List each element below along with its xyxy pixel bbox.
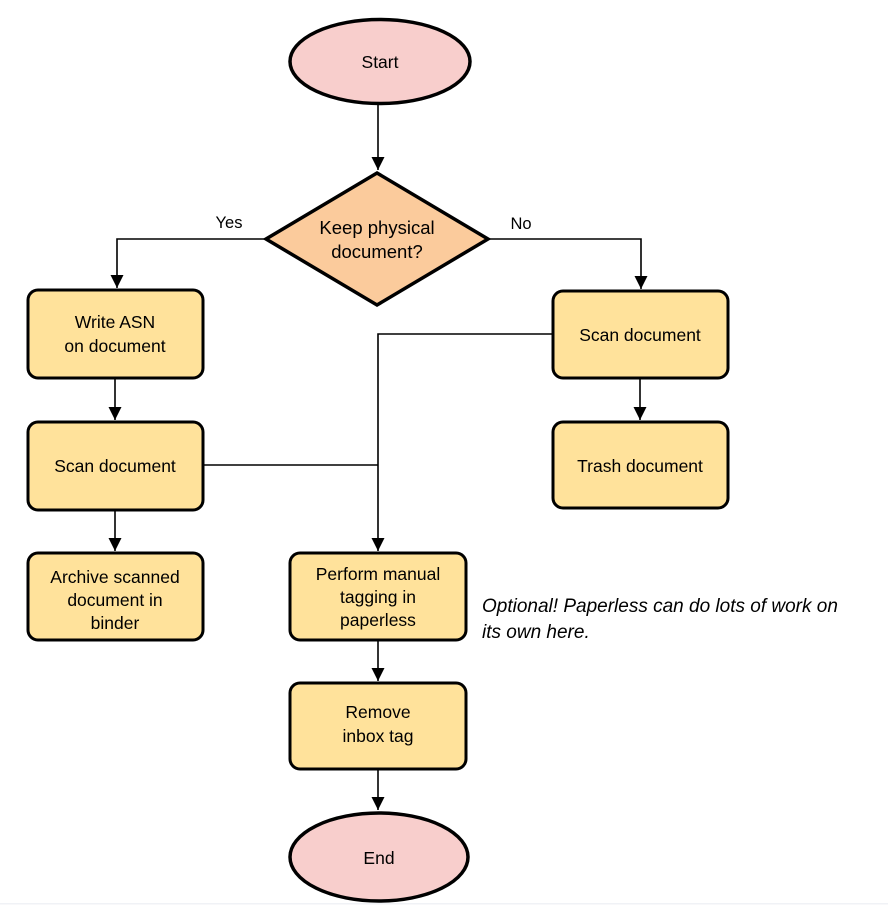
tagging-label-line1: Perform manual bbox=[316, 564, 441, 584]
scan-left-label: Scan document bbox=[54, 456, 176, 476]
node-write-asn: Write ASN on document bbox=[26, 288, 205, 380]
node-trash-document: Trash document bbox=[551, 420, 730, 510]
archive-label-line3: binder bbox=[91, 613, 140, 633]
annotation-line2: its own here. bbox=[482, 622, 590, 643]
tagging-label-line2: tagging in bbox=[340, 587, 416, 607]
decision-diamond-shape bbox=[262, 170, 492, 308]
start-terminal-shape bbox=[288, 17, 472, 106]
write-asn-label-line2: on document bbox=[64, 336, 165, 356]
tagging-process-shape bbox=[288, 551, 468, 642]
scan-right-process-shape bbox=[551, 289, 730, 380]
scan-left-process-shape bbox=[26, 420, 205, 512]
archive-process-shape bbox=[26, 551, 205, 642]
scan-right-label: Scan document bbox=[579, 325, 701, 345]
write-asn-process-shape bbox=[26, 288, 205, 380]
end-terminal-shape bbox=[288, 811, 470, 903]
decision-label-line2: document? bbox=[331, 241, 423, 262]
edge-decision-yes-to-write-asn bbox=[110, 238, 266, 288]
node-archive-scanned: Archive scanned document in binder bbox=[26, 551, 205, 642]
node-manual-tagging: Perform manual tagging in paperless bbox=[288, 551, 468, 642]
start-label: Start bbox=[362, 52, 399, 72]
node-scan-document-right: Scan document bbox=[551, 289, 730, 380]
node-scan-document-left: Scan document bbox=[26, 420, 205, 512]
edge-scan-right-to-tagging bbox=[371, 333, 553, 551]
edges: Yes No bbox=[108, 104, 648, 810]
archive-label-line1: Archive scanned bbox=[50, 567, 179, 587]
write-asn-label-line1: Write ASN bbox=[75, 312, 155, 332]
archive-label-line2: document in bbox=[67, 590, 162, 610]
decision-label-line1: Keep physical bbox=[319, 217, 434, 238]
node-end: End bbox=[288, 811, 470, 903]
node-decision-keep-physical: Keep physical document? bbox=[262, 170, 492, 308]
remove-inbox-label-line2: inbox tag bbox=[342, 726, 413, 746]
trash-process-shape bbox=[551, 420, 730, 510]
edge-label-no: No bbox=[510, 215, 531, 233]
remove-inbox-label-line1: Remove bbox=[345, 702, 410, 722]
node-start: Start bbox=[288, 17, 472, 106]
annotation-line1: Optional! Paperless can do lots of work … bbox=[482, 596, 838, 617]
trash-label: Trash document bbox=[577, 456, 703, 476]
remove-inbox-process-shape bbox=[288, 681, 468, 771]
page-bottom-divider bbox=[0, 903, 888, 905]
edge-decision-no-to-scan-right bbox=[488, 238, 648, 289]
edge-label-yes: Yes bbox=[216, 214, 243, 232]
annotation-optional-note: Optional! Paperless can do lots of work … bbox=[482, 596, 838, 643]
node-remove-inbox-tag: Remove inbox tag bbox=[288, 681, 468, 771]
end-label: End bbox=[363, 848, 394, 868]
tagging-label-line3: paperless bbox=[340, 610, 416, 630]
